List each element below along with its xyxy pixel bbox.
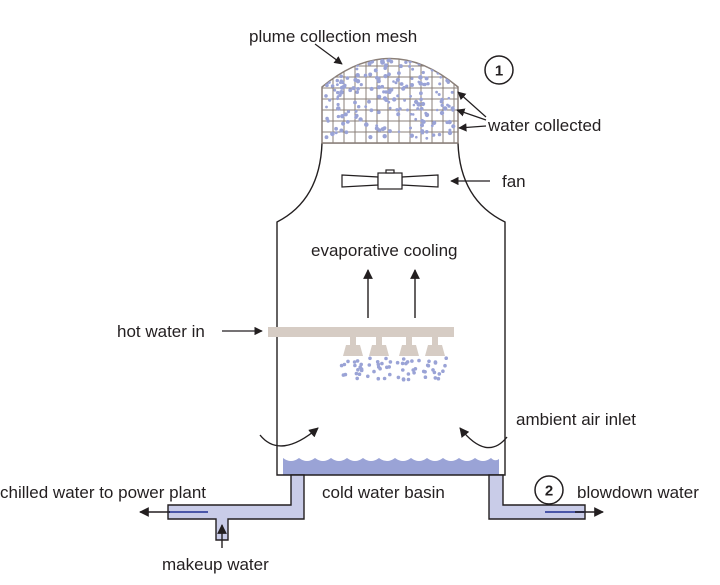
label-water-collected: water collected (487, 116, 601, 135)
chilled-water-pipe (167, 474, 305, 541)
plume-collection-mesh (321, 57, 459, 144)
marker-1: 1 (484, 55, 514, 85)
mesh-pointer-arrow (314, 43, 343, 65)
hot-water-distributor (268, 327, 454, 337)
water-collected-arrow-2 (456, 108, 487, 121)
air-inlet-arrow-left (259, 427, 319, 447)
label-ambient-air-inlet: ambient air inlet (516, 410, 636, 429)
label-plume-collection-mesh: plume collection mesh (249, 27, 417, 46)
label-evaporative-cooling: evaporative cooling (311, 241, 457, 260)
label-makeup-water: makeup water (162, 555, 269, 574)
water-collected-arrow-3 (458, 123, 487, 132)
blowdown-pipe (488, 474, 586, 520)
label-cold-water-basin: cold water basin (322, 483, 445, 502)
spray-droplets (339, 356, 449, 382)
label-fan: fan (502, 172, 526, 191)
marker-2: 2 (534, 475, 564, 505)
fan-icon (341, 169, 439, 190)
water-collected-arrow-1 (457, 91, 487, 118)
label-chilled-water: chilled water to power plant (0, 483, 206, 502)
cold-water-basin (276, 452, 506, 476)
marker-2-number: 2 (545, 483, 553, 500)
marker-1-number: 1 (495, 63, 503, 80)
label-blowdown-water: blowdown water (577, 483, 699, 502)
label-hot-water-in: hot water in (117, 322, 205, 341)
tower-outline (276, 142, 506, 452)
spray-nozzles (343, 337, 445, 356)
air-inlet-arrow-right (459, 427, 508, 449)
